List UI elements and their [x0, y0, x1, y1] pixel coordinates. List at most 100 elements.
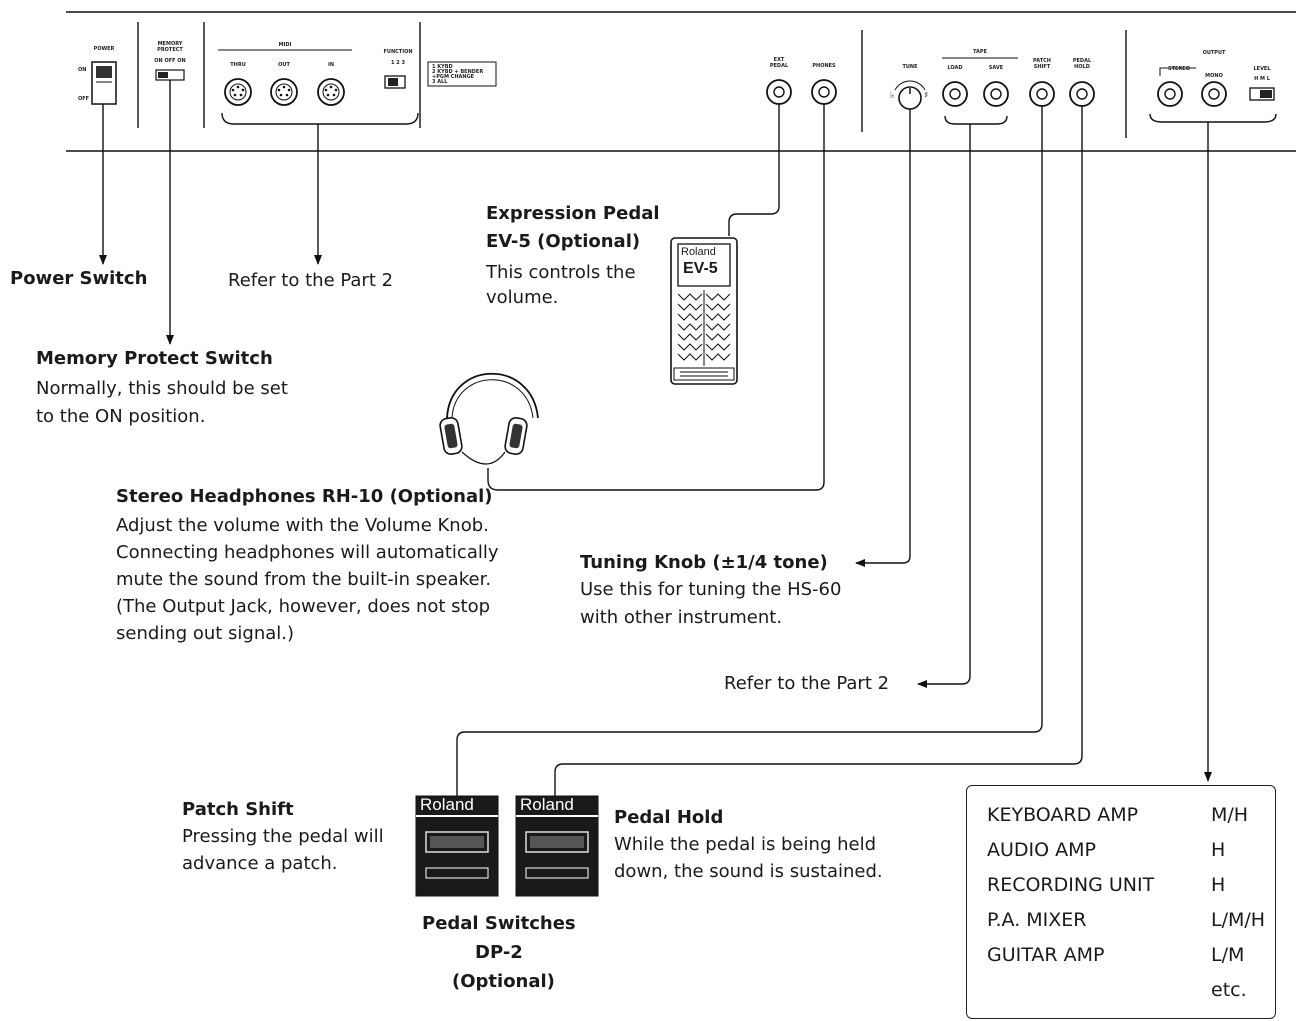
tape-load-jack [942, 81, 968, 107]
table-device: P.A. MIXER [987, 909, 1087, 931]
midi-panel-label: MIDI [278, 42, 292, 48]
expression-pedal-title-1: Expression Pedal [486, 203, 660, 224]
refer-part2-midi: Refer to the Part 2 [228, 270, 394, 291]
tuning-knob-desc-2: with other instrument. [580, 607, 783, 628]
patch-shift-jack [1029, 81, 1055, 107]
tuning-knob-desc-1: Use this for tuning the HS-60 [580, 579, 842, 600]
output-level-table: KEYBOARD AMP M/H AUDIO AMP H RECORDING U… [966, 785, 1276, 1019]
ext-pedal-panel-label-1: EXT [773, 57, 785, 63]
level-switch-graphic [1249, 87, 1275, 101]
patch-shift-cable [456, 106, 1043, 796]
pedal-switches-title-1: Pedal Switches [422, 913, 576, 934]
pedal-hold-desc-1: While the pedal is being held [614, 834, 877, 855]
headphones-desc-1: Adjust the volume with the Volume Knob. [116, 515, 489, 536]
output-mono-jack [1201, 81, 1227, 107]
midi-in-jack [317, 78, 345, 106]
memory-protect-panel-label-1: MEMORY [157, 41, 183, 47]
phones-panel-label: PHONES [812, 63, 836, 69]
table-level: H [1211, 839, 1226, 861]
tape-save-label: SAVE [988, 65, 1004, 71]
tape-arrow [917, 124, 971, 688]
tuning-knob-title: Tuning Knob (±1/4 tone) [580, 552, 828, 573]
output-mono-label: MONO [1205, 73, 1223, 79]
headphones-desc-3: mute the sound from the built-in speaker… [116, 569, 492, 590]
rh10-headphones [439, 372, 539, 465]
tune-knob [894, 80, 926, 110]
function-panel-label: FUNCTION [383, 49, 413, 55]
pedal-hold-jack [1069, 81, 1095, 107]
pedal-hold-panel-label-2: HOLD [1074, 64, 1090, 70]
phones-jack [811, 79, 837, 105]
stereo-bracket [1159, 67, 1196, 76]
tune-sharp-mark: ♯ [924, 91, 929, 101]
function-legend-3: +PGM CHANGE [432, 74, 475, 80]
ev5-brand: Roland [681, 246, 716, 258]
midi-thru-label: THRU [230, 62, 246, 68]
function-positions: 1 2 3 [391, 60, 405, 66]
patch-shift-title: Patch Shift [182, 799, 294, 820]
memory-protect-desc-1: Normally, this should be set [36, 378, 288, 399]
power-switch-graphic [91, 61, 117, 105]
midi-bracket [221, 112, 419, 125]
pedal-switches-title-3: (Optional) [452, 971, 555, 992]
ev5-expression-pedal [670, 237, 738, 385]
memory-protect-title: Memory Protect Switch [36, 348, 273, 369]
function-legend-4: 3 ALL [432, 79, 448, 85]
phones-cable [487, 104, 825, 491]
table-device: GUITAR AMP [987, 944, 1105, 966]
ext-pedal-panel-label-2: PEDAL [769, 63, 789, 69]
table-level: H [1211, 874, 1226, 896]
pedal-hold-cable [554, 106, 1083, 796]
power-on-label: ON [78, 67, 87, 73]
table-level: etc. [1211, 979, 1247, 1001]
tape-panel-label: TAPE [973, 49, 987, 55]
tune-flat-mark: ♭ [890, 91, 895, 101]
ev5-model: EV-5 [683, 260, 718, 277]
midi-thru-jack [224, 78, 252, 106]
dp2-pedal-hold [515, 795, 599, 897]
output-stereo-jack [1157, 81, 1183, 107]
function-switch-graphic [384, 75, 406, 89]
table-level: L/M [1211, 944, 1245, 966]
midi-out-label: OUT [278, 62, 290, 68]
midi-out-jack [270, 78, 298, 106]
dp2-brand-right: Roland [520, 795, 574, 814]
headphones-desc-5: sending out signal.) [116, 623, 295, 644]
memory-protect-positions: ON OFF ON [154, 58, 186, 64]
expression-pedal-desc-2: volume. [486, 287, 559, 308]
patch-shift-panel-label-1: PATCH [1033, 58, 1051, 64]
function-legend-box [427, 61, 497, 87]
pedal-hold-title: Pedal Hold [614, 807, 724, 828]
refer-part2-tape: Refer to the Part 2 [724, 673, 890, 694]
memory-protect-switch-graphic [155, 69, 185, 81]
pedal-hold-panel-label-1: PEDAL [1072, 58, 1092, 64]
expression-pedal-title-2: EV-5 (Optional) [486, 231, 641, 252]
ext-pedal-cable [728, 104, 780, 236]
power-switch-label: Power Switch [10, 268, 148, 289]
power-off-label: OFF [78, 96, 90, 102]
power-panel-label: POWER [93, 46, 115, 52]
tune-arrow [855, 109, 911, 567]
function-legend-2: 2 KYBD + BENDER [432, 69, 484, 75]
patch-shift-desc-1: Pressing the pedal will [182, 826, 384, 847]
memory-protect-desc-2: to the ON position. [36, 406, 206, 427]
headphones-title: Stereo Headphones RH-10 (Optional) [116, 486, 493, 507]
memory-protect-panel-label-2: PROTECT [157, 47, 183, 53]
table-level: L/M/H [1211, 909, 1266, 931]
tune-panel-label: TUNE [902, 64, 918, 70]
output-stereo-label: STEREO [1168, 66, 1190, 72]
output-panel-label: OUTPUT [1202, 50, 1226, 56]
dp2-brand-left: Roland [420, 795, 474, 814]
dp2-pedal-patch-shift [415, 795, 499, 897]
table-device: KEYBOARD AMP [987, 804, 1139, 826]
pedal-hold-desc-2: down, the sound is sustained. [614, 861, 883, 882]
function-legend-1: 1 KYBD [432, 64, 453, 70]
panel-dividers [137, 22, 1127, 138]
expression-pedal-desc-1: This controls the [486, 262, 636, 283]
output-bracket [1149, 113, 1277, 123]
midi-in-label: IN [327, 62, 335, 68]
headphones-desc-2: Connecting headphones will automatically [116, 542, 499, 563]
table-device: RECORDING UNIT [987, 874, 1155, 896]
